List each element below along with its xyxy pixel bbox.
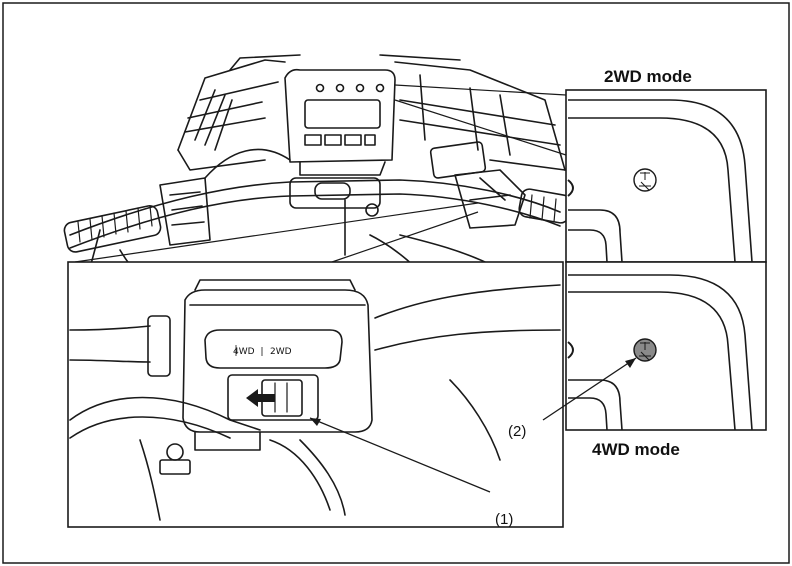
inset-leader-right bbox=[331, 211, 479, 263]
switch-label-4wd: 4WD bbox=[233, 347, 255, 357]
panel-2wd: 2WD mode bbox=[565, 67, 767, 263]
meter-leader-top bbox=[394, 99, 567, 156]
meter-leader-bottom bbox=[394, 84, 567, 96]
switch-housing-inset bbox=[182, 289, 373, 433]
panel-4wd: 4WD mode bbox=[565, 261, 767, 459]
instrument-meter bbox=[284, 68, 396, 176]
callout-1: (1) bbox=[309, 417, 513, 528]
rack-left bbox=[177, 59, 286, 171]
switch-label-2wd: 2WD bbox=[270, 347, 292, 357]
panel-2wd-label: 2WD mode bbox=[604, 67, 692, 86]
switch-inset: 4WD 2WD bbox=[67, 261, 564, 528]
callout-label-1: (1) bbox=[495, 511, 513, 528]
panel-4wd-label: 4WD mode bbox=[592, 440, 680, 459]
direction-arrow bbox=[246, 389, 275, 407]
rack-right bbox=[229, 54, 566, 171]
inset-leader-left bbox=[74, 202, 479, 263]
right-switch-housing bbox=[454, 169, 526, 229]
left-grip bbox=[63, 205, 162, 253]
handlebar-clamp bbox=[289, 177, 381, 209]
left-switch-housing bbox=[159, 177, 211, 246]
callout-label-2: (2) bbox=[508, 423, 526, 440]
callout-2: (2) bbox=[508, 357, 637, 440]
